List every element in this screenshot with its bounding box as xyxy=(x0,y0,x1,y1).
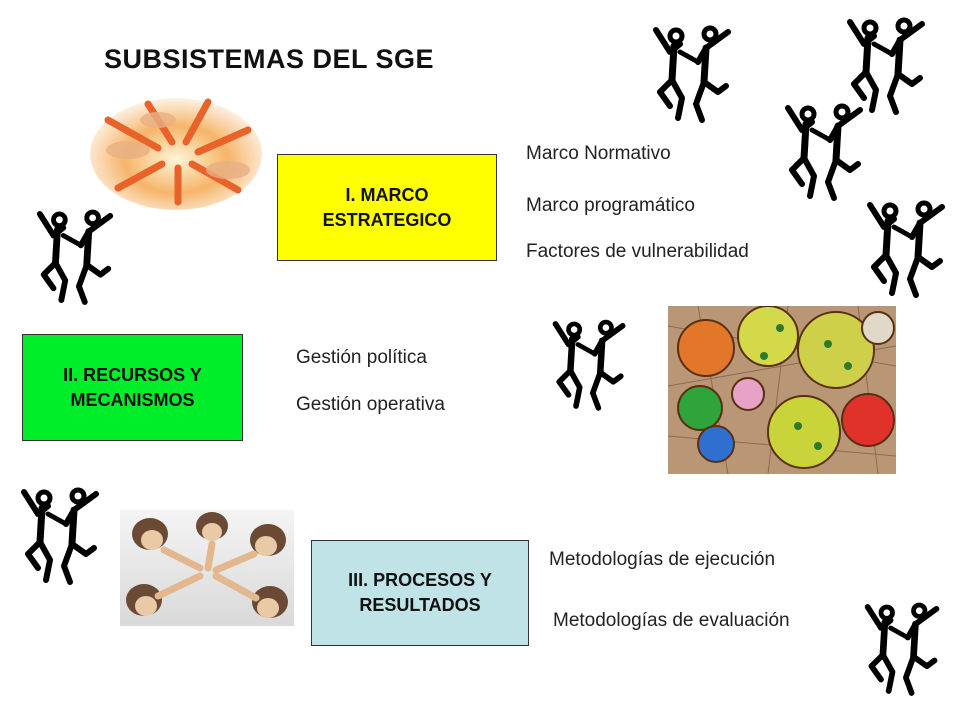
dancing-figures-icon xyxy=(862,190,952,308)
dancing-figures-icon xyxy=(780,100,870,204)
painted-circles-image xyxy=(668,306,896,474)
procesos-resultados-box: III. PROCESOS Y RESULTADOS xyxy=(311,540,529,646)
marco-normativo-text: Marco Normativo xyxy=(526,143,671,164)
gestion-operativa-text: Gestión operativa xyxy=(296,394,445,415)
group-hands-star-image xyxy=(120,510,294,626)
dancing-figures-icon xyxy=(32,204,120,310)
dancing-figures-icon xyxy=(16,480,106,592)
metodologias-ejecucion-text: Metodologías de ejecución xyxy=(549,549,776,570)
box-label: II. RECURSOS Y MECANISMOS xyxy=(63,364,202,410)
box-label: I. MARCO ESTRATEGICO xyxy=(322,184,452,230)
metodologias-evaluacion-text: Metodologías de evaluación xyxy=(553,610,790,631)
dancing-figures-icon xyxy=(860,590,946,708)
box-label: III. PROCESOS Y RESULTADOS xyxy=(348,570,492,615)
factores-vulnerabilidad-text: Factores de vulnerabilidad xyxy=(526,241,749,262)
hands-circle-image xyxy=(90,98,262,210)
marco-programatico-text: Marco programático xyxy=(526,195,695,216)
gestion-politica-text: Gestión política xyxy=(296,347,427,368)
page-title: SUBSISTEMAS DEL SGE xyxy=(104,44,435,74)
recursos-mecanismos-box: II. RECURSOS Y MECANISMOS xyxy=(22,334,243,441)
dancing-figures-icon xyxy=(648,22,738,126)
dancing-figures-icon xyxy=(548,310,632,420)
marco-estrategico-box: I. MARCO ESTRATEGICO xyxy=(277,154,497,261)
